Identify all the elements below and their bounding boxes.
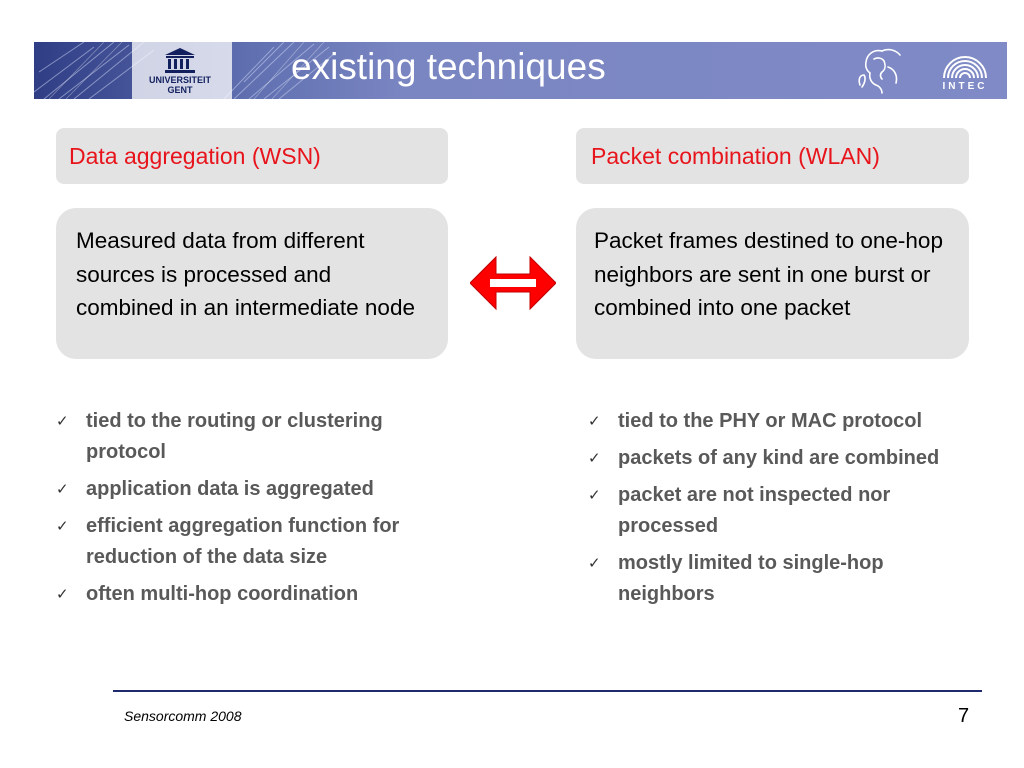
athena-head-logo-icon	[858, 48, 901, 94]
slide-title: existing techniques	[291, 46, 606, 87]
checkmark-icon: ✓	[56, 481, 69, 498]
banner-texture-decoration	[34, 42, 334, 99]
right-heading-box: Packet combination (WLAN)	[576, 128, 969, 184]
university-logo-line-1: UNIVERSITEIT	[148, 75, 211, 85]
list-item: ✓ packets of any kind are combined	[588, 443, 978, 474]
list-item: ✓ often multi-hop coordination	[56, 579, 451, 610]
list-item-text: tied to the routing or clustering protoc…	[86, 410, 383, 463]
intec-logo: INTEC	[934, 46, 996, 96]
intec-logo-text: INTEC	[942, 81, 988, 92]
list-item-text: often multi-hop coordination	[86, 583, 359, 605]
university-gent-logo: UNIVERSITEIT GENT	[135, 46, 225, 98]
right-bullet-list: ✓ tied to the PHY or MAC protocol ✓ packet…	[588, 406, 978, 616]
list-item-text: application data is aggregated	[86, 478, 374, 500]
left-heading: Data aggregation (WSN)	[69, 143, 321, 169]
list-item-text: tied to the PHY or MAC protocol	[618, 410, 923, 432]
checkmark-icon: ✓	[56, 586, 69, 603]
list-item: ✓ application data is aggregated	[56, 474, 451, 505]
list-item: ✓ efficient aggregation function for redu…	[56, 511, 451, 573]
list-item-text: mostly limited to single-hop neighbors	[618, 552, 884, 605]
list-item: ✓ tied to the routing or clustering proto…	[56, 406, 451, 468]
checkmark-icon: ✓	[588, 450, 601, 467]
list-item: ✓ tied to the PHY or MAC protocol	[588, 406, 978, 437]
list-item-text: packet are not inspected nor processed	[618, 484, 891, 537]
left-description: Measured data from different sources is …	[56, 208, 448, 359]
intec-rainbow-icon	[943, 56, 987, 79]
left-heading-box: Data aggregation (WSN)	[56, 128, 448, 184]
double-headed-arrow-icon	[470, 255, 556, 311]
list-item-text: efficient aggregation function for reduc…	[86, 515, 400, 568]
header-banner	[34, 42, 1007, 99]
right-heading: Packet combination (WLAN)	[591, 143, 880, 169]
left-bullet-list: ✓ tied to the routing or clustering proto…	[56, 406, 451, 616]
checkmark-icon: ✓	[588, 555, 601, 572]
footer-conference: Sensorcomm 2008	[124, 708, 242, 724]
checkmark-icon: ✓	[56, 518, 69, 535]
university-building-icon	[165, 48, 195, 73]
list-item: ✓ mostly limited to single-hop neighbors	[588, 548, 978, 610]
checkmark-icon: ✓	[588, 413, 601, 430]
university-logo-line-2: GENT	[167, 85, 193, 95]
checkmark-icon: ✓	[588, 487, 601, 504]
page-number: 7	[958, 705, 970, 727]
list-item-text: packets of any kind are combined	[618, 447, 940, 469]
list-item: ✓ packet are not inspected nor processed	[588, 480, 978, 542]
right-description: Packet frames destined to one-hop neighb…	[576, 208, 969, 359]
checkmark-icon: ✓	[56, 413, 69, 430]
footer-divider	[113, 690, 982, 692]
